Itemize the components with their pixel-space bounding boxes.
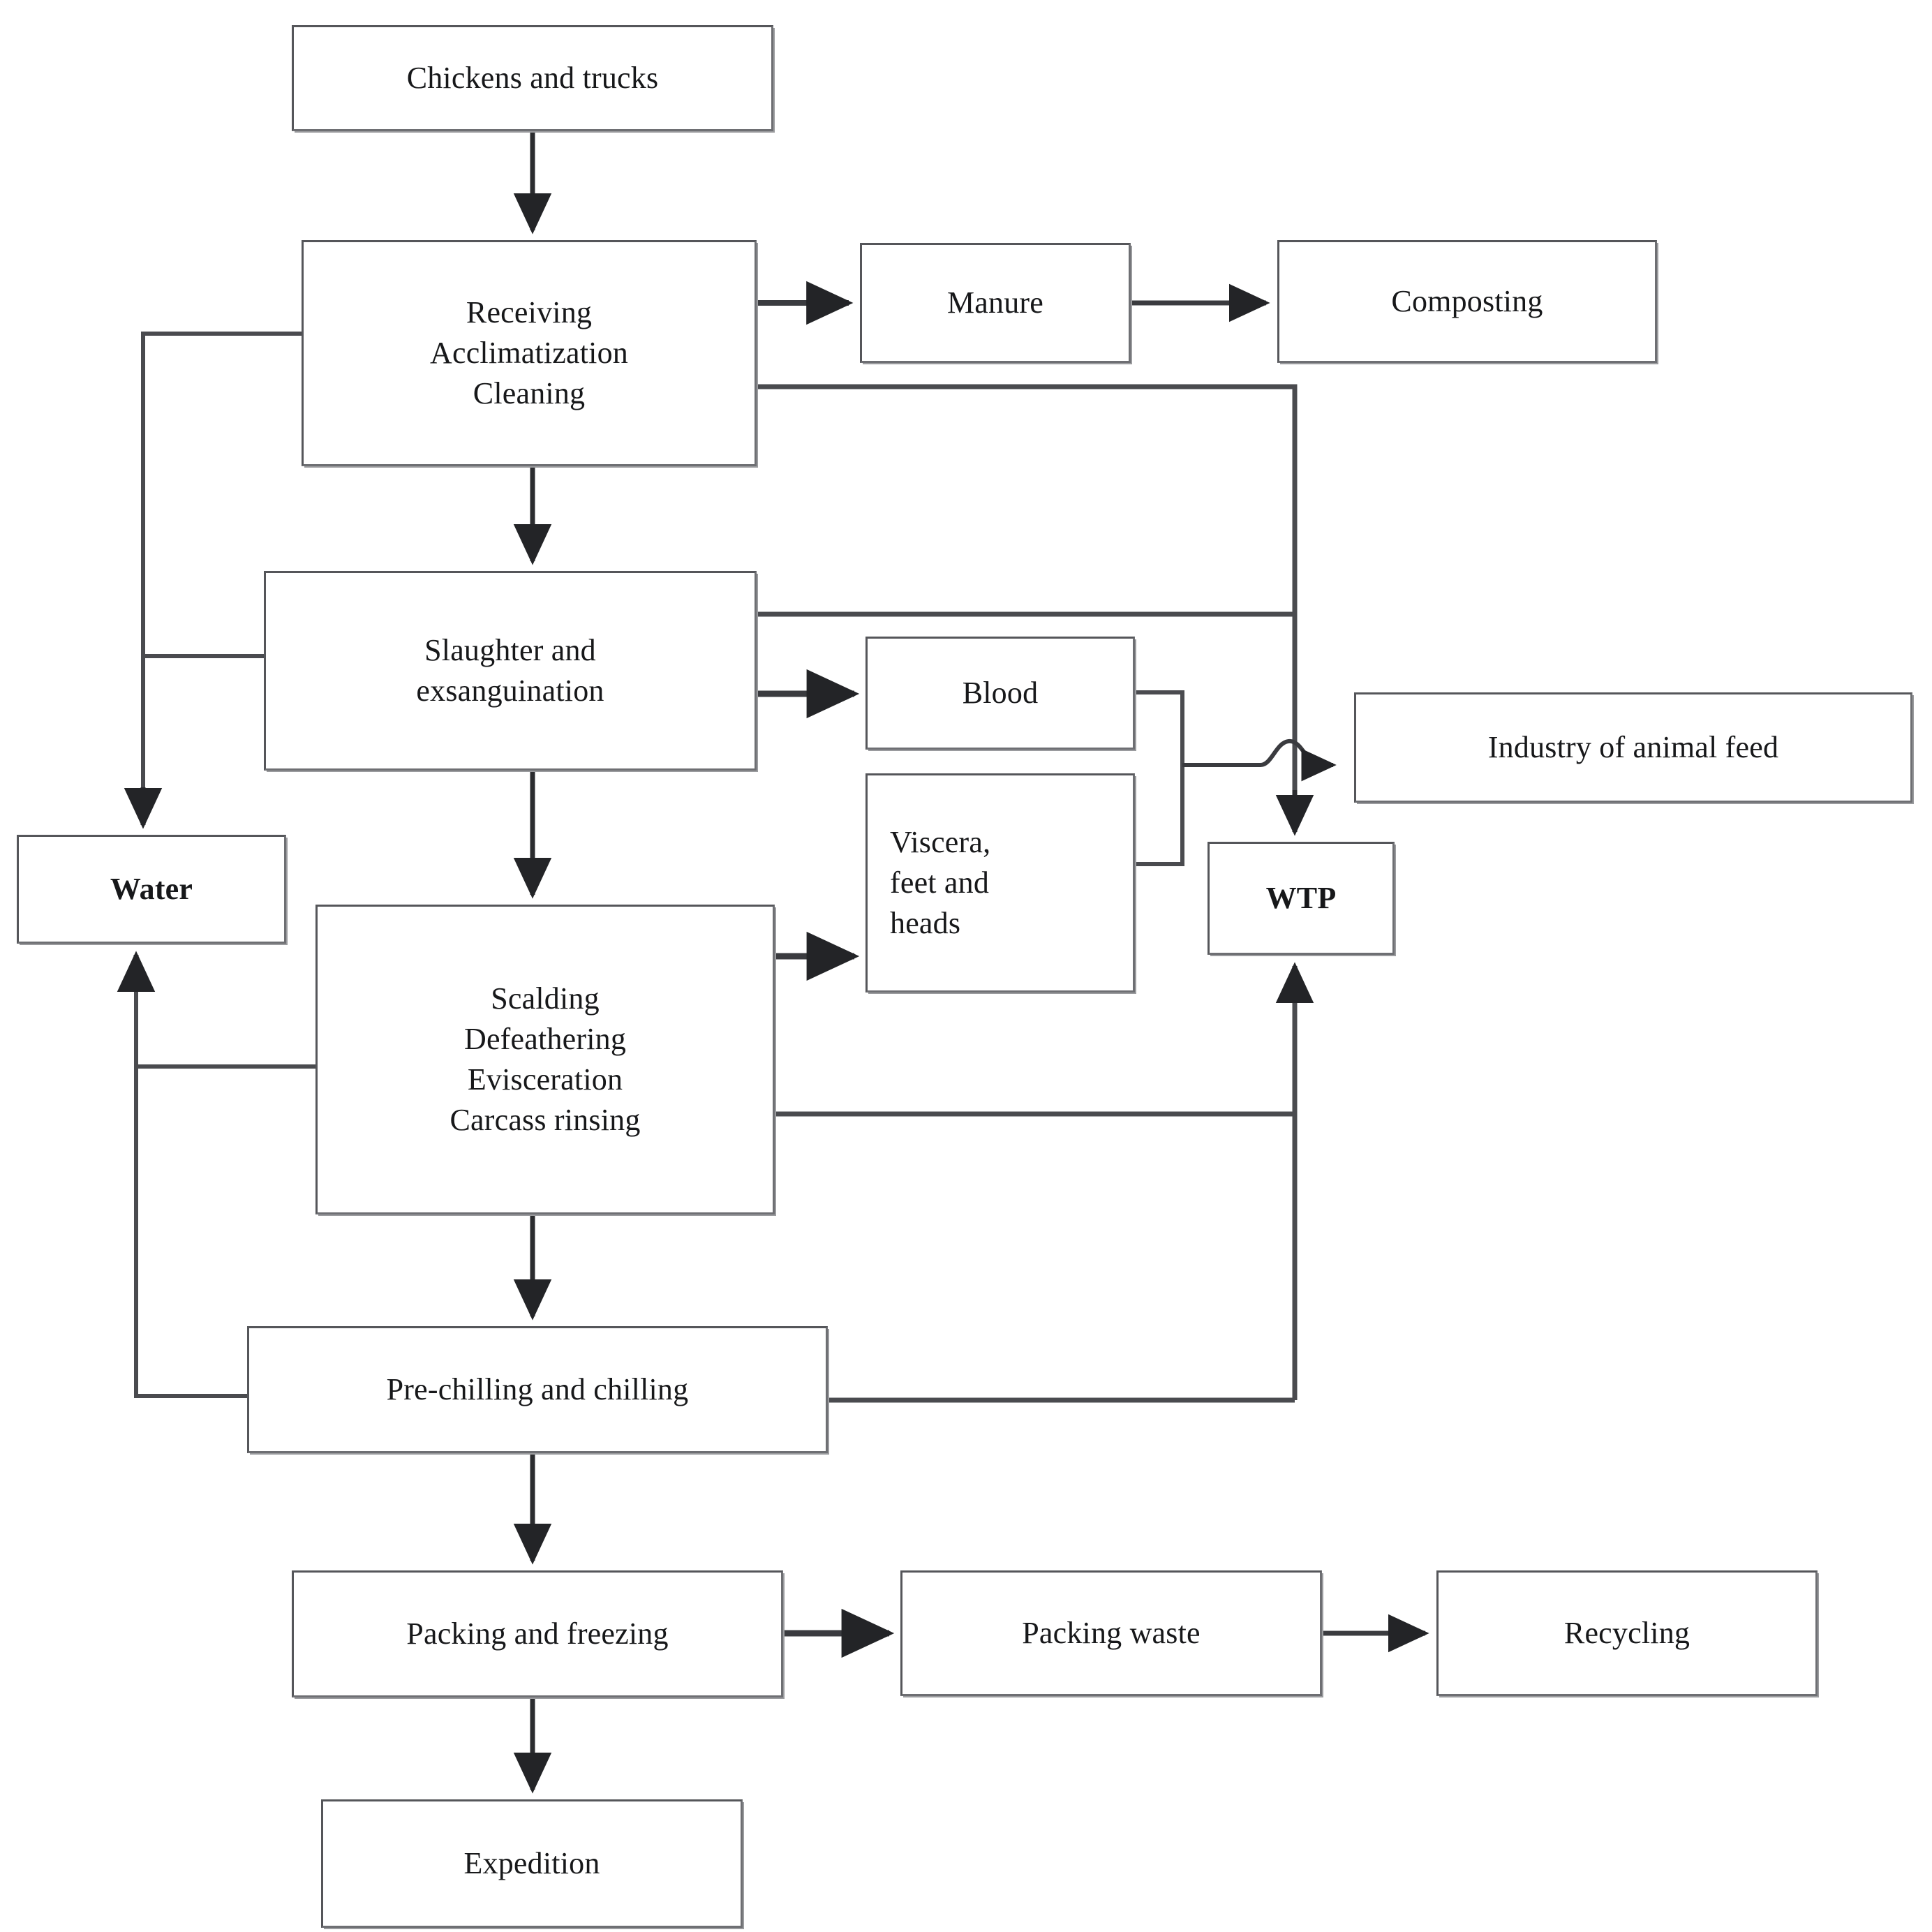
node-label-line: exsanguination (416, 674, 604, 708)
node-viscera[interactable]: Viscera, feet and heads (865, 773, 1135, 993)
node-label-line: Viscera, (890, 824, 991, 859)
node-animalfeed[interactable]: Industry of animal feed (1354, 692, 1912, 803)
node-label-line: Acclimatization (430, 335, 628, 370)
node-prechill[interactable]: Pre-chilling and chilling (247, 1326, 828, 1453)
node-label-line: Scalding (491, 981, 600, 1016)
node-label-line: Expedition (463, 1845, 600, 1880)
node-label-water: Water (26, 869, 277, 909)
node-label-prechill: Pre-chilling and chilling (256, 1369, 819, 1410)
node-label-line: Recycling (1563, 1615, 1690, 1650)
node-slaughter[interactable]: Slaughter and exsanguination (264, 571, 757, 771)
node-label-blood: Blood (875, 673, 1126, 713)
node-label-viscera: Viscera, feet and heads (875, 822, 1126, 944)
edge-receiving-wtp (758, 384, 1298, 790)
node-wtp[interactable]: WTP (1208, 842, 1395, 955)
node-packwaste[interactable]: Packing waste (900, 1570, 1322, 1696)
node-label-line: Slaughter and (424, 632, 596, 667)
node-label-expedition: Expedition (330, 1843, 734, 1884)
node-composting[interactable]: Composting (1277, 240, 1657, 363)
node-label-line: heads (890, 906, 961, 941)
node-recycling[interactable]: Recycling (1436, 1570, 1818, 1696)
node-label-packing: Packing and freezing (301, 1614, 774, 1654)
node-expedition[interactable]: Expedition (321, 1799, 743, 1928)
edge-blood-merge (1135, 690, 1184, 765)
node-label-line: Manure (946, 285, 1044, 320)
node-label-line: Evisceration (467, 1062, 623, 1097)
node-label-chickens: Chickens and trucks (301, 58, 764, 98)
edge-scalding-water (134, 991, 315, 1069)
node-label-line: Pre-chilling and chilling (386, 1372, 689, 1406)
node-label-wtp: WTP (1217, 878, 1385, 919)
node-label-line: Blood (962, 675, 1039, 710)
node-label-line: Cleaning (473, 376, 586, 411)
edge-merge-animalfeed (1182, 739, 1337, 782)
node-label-slaughter: Slaughter and exsanguination (273, 630, 748, 711)
node-label-line: feet and (890, 865, 990, 900)
node-label-line: Composting (1391, 283, 1543, 318)
node-label-composting: Composting (1286, 281, 1648, 322)
node-blood[interactable]: Blood (865, 637, 1135, 750)
node-chickens[interactable]: Chickens and trucks (292, 25, 773, 131)
node-label-packwaste: Packing waste (909, 1613, 1313, 1654)
node-manure[interactable]: Manure (860, 243, 1131, 363)
node-label-line: Packing and freezing (406, 1616, 669, 1651)
node-label-line: WTP (1265, 880, 1337, 915)
node-label-line: Industry of animal feed (1487, 729, 1779, 764)
node-packing[interactable]: Packing and freezing (292, 1570, 783, 1697)
node-label-line: Defeathering (463, 1021, 627, 1056)
node-label-line: Receiving (466, 295, 593, 329)
node-label-line: Packing waste (1022, 1615, 1201, 1650)
node-label-recycling: Recycling (1446, 1613, 1808, 1654)
edge-receiving-water (141, 332, 302, 787)
node-label-line: Chickens and trucks (406, 60, 659, 95)
node-label-line: Carcass rinsing (449, 1103, 641, 1138)
node-label-manure: Manure (869, 283, 1122, 323)
node-label-animalfeed: Industry of animal feed (1363, 727, 1903, 768)
node-water[interactable]: Water (17, 835, 286, 944)
edge-viscera-merge (1135, 765, 1184, 866)
node-label-line: Water (110, 871, 193, 906)
edge-prechill-water (134, 1067, 247, 1398)
